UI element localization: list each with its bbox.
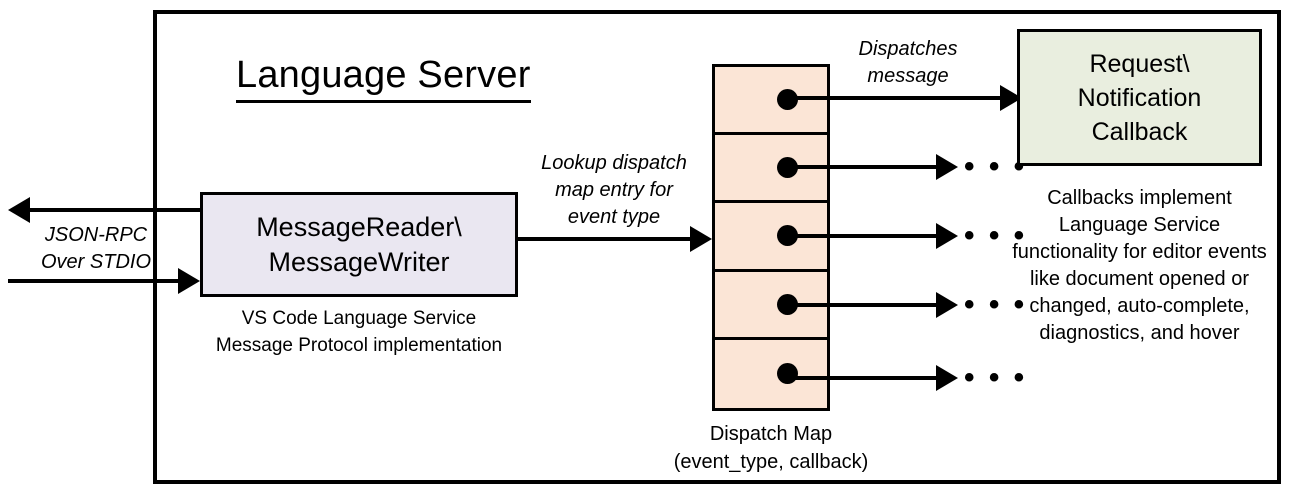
dispatches-label-line2: message bbox=[867, 65, 949, 87]
dispatch-map-row[interactable] bbox=[715, 67, 827, 136]
dispatches-message-label: Dispatches message bbox=[833, 36, 983, 90]
dispatch-row2-ellipsis: • • • bbox=[964, 150, 1028, 183]
dispatch-map-row[interactable] bbox=[715, 203, 827, 272]
callback-title-line3: Callback bbox=[1091, 117, 1188, 146]
dispatch-row5-line bbox=[788, 376, 940, 380]
dispatch-caption-line2: (event_type, callback) bbox=[673, 451, 869, 473]
lookup-arrowhead bbox=[690, 226, 712, 252]
dispatch-map-row[interactable] bbox=[715, 272, 827, 340]
message-reader-caption: VS Code Language Service Message Protoco… bbox=[200, 305, 518, 359]
callback-caption: Callbacks implement Language Service fun… bbox=[1012, 187, 1267, 344]
dispatch-row4-arrowhead bbox=[936, 292, 958, 318]
stdio-label-line1: JSON-RPC bbox=[44, 224, 148, 246]
dispatch-map-row[interactable] bbox=[715, 340, 827, 408]
dispatch-map-caption: Dispatch Map (event_type, callback) bbox=[640, 420, 902, 476]
reader-title-line1: MessageReader\ bbox=[256, 211, 462, 242]
stdio-in-line bbox=[8, 279, 183, 283]
lookup-line bbox=[518, 237, 692, 241]
callback-title-line2: Notification bbox=[1077, 83, 1202, 112]
callback-title-line1: Request\ bbox=[1089, 49, 1190, 78]
page-title: Language Server bbox=[236, 52, 531, 103]
stdio-out-line bbox=[30, 208, 208, 212]
dispatch-row2-arrowhead bbox=[936, 154, 958, 180]
stdio-label-line2: Over STDIO bbox=[40, 251, 151, 273]
entry-dot-icon bbox=[777, 225, 798, 247]
dispatch-row1-line bbox=[788, 96, 1006, 100]
dispatch-row3-arrowhead bbox=[936, 223, 958, 249]
reader-caption-line1: VS Code Language Service bbox=[241, 308, 477, 329]
entry-dot-icon bbox=[777, 89, 798, 111]
dispatch-row3-line bbox=[788, 234, 940, 238]
stdio-in-arrowhead bbox=[178, 268, 200, 294]
language-server-boundary bbox=[153, 10, 1281, 484]
entry-dot-icon bbox=[777, 363, 798, 385]
dispatch-row5-ellipsis: • • • bbox=[964, 361, 1028, 394]
lookup-label: Lookup dispatch map entry for event type bbox=[519, 150, 709, 231]
dispatch-row2-line bbox=[788, 165, 940, 169]
request-notification-callback-box[interactable]: Request\ Notification Callback bbox=[1017, 29, 1262, 166]
dispatch-map-row[interactable] bbox=[715, 135, 827, 204]
dispatches-label-line1: Dispatches bbox=[858, 38, 958, 60]
lookup-label-line2: map entry for bbox=[555, 179, 673, 201]
entry-dot-icon bbox=[777, 293, 798, 315]
message-reader-writer-box[interactable]: MessageReader\ MessageWriter bbox=[200, 192, 518, 297]
stdio-label: JSON-RPC Over STDIO bbox=[22, 222, 170, 276]
reader-title-line2: MessageWriter bbox=[268, 246, 450, 277]
dispatch-row1-arrowhead bbox=[1000, 85, 1022, 111]
entry-dot-icon bbox=[777, 157, 798, 179]
lookup-label-line1: Lookup dispatch bbox=[541, 152, 687, 174]
lookup-label-line3: event type bbox=[567, 206, 661, 228]
reader-caption-line2: Message Protocol implementation bbox=[215, 335, 503, 356]
dispatch-row4-line bbox=[788, 303, 940, 307]
stdio-out-arrowhead bbox=[8, 197, 30, 223]
dispatch-row5-arrowhead bbox=[936, 365, 958, 391]
dispatch-caption-line1: Dispatch Map bbox=[709, 423, 833, 445]
